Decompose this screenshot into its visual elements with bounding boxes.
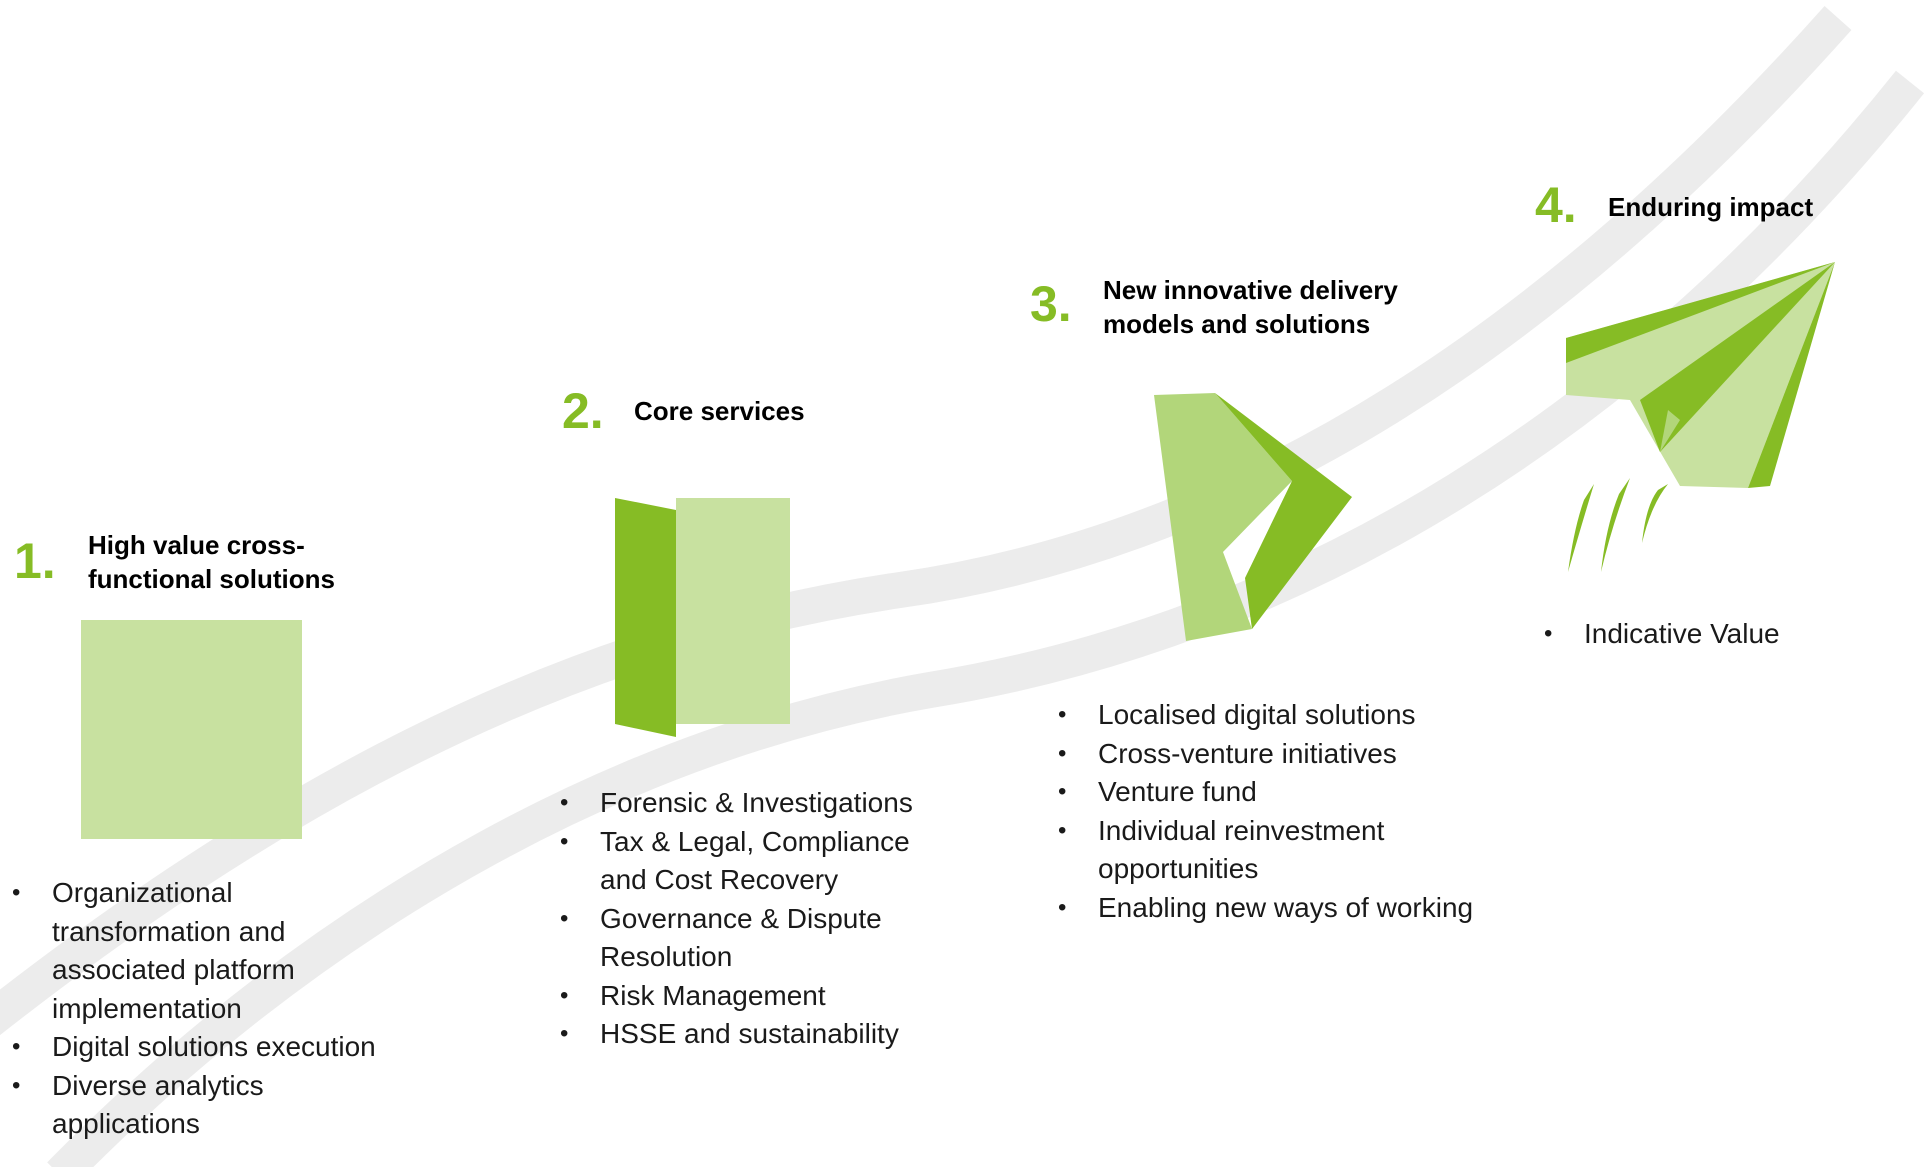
motion-lines-icon [1568,478,1668,572]
stage-title-line: Core services [634,396,805,426]
list-item: Forensic & Investigations [560,784,960,823]
stage-number: 4. [1535,177,1577,233]
stage-title: New innovative delivery models and solut… [1103,273,1398,341]
stage-title: High value cross- functional solutions [88,528,335,596]
stage-title-line: functional solutions [88,564,335,594]
list-item: Individual reinvestment opportunities [1058,812,1538,889]
flat-square-icon [81,620,302,839]
stage-2-bullet-list: Forensic & Investigations Tax & Legal, C… [560,784,960,1054]
list-item: Enabling new ways of working [1058,889,1538,928]
paper-plane-icon [1566,262,1835,488]
folding-paper-icon [1154,393,1352,641]
stage-number: 2. [562,383,604,439]
stage-4: 4. Enduring impact [1535,180,1813,230]
list-item: Venture fund [1058,773,1538,812]
stage-1: 1. High value cross- functional solution… [14,528,335,596]
stage-4-bullet-list: Indicative Value [1544,615,1844,654]
folded-paper-icon [615,498,790,737]
stage-1-bullet-list: Organizational transformation and associ… [12,874,402,1144]
list-item: Cross-venture initiatives [1058,735,1538,774]
stage-number: 1. [14,533,56,589]
upper-swoosh-band [0,6,1852,1036]
list-item: HSSE and sustainability [560,1015,960,1054]
stage-2: 2. Core services [562,386,805,436]
stage-title-line: Enduring impact [1608,192,1814,222]
stage-title-line: New innovative delivery [1103,275,1398,305]
list-item: Indicative Value [1544,615,1844,654]
stage-title: Core services [634,394,805,428]
stage-title-line: High value cross- [88,530,305,560]
list-item: Governance & Dispute Resolution [560,900,960,977]
stage-number: 3. [1030,276,1072,332]
stage-title: Enduring impact [1608,190,1813,224]
list-item: Diverse analytics applications [12,1067,402,1144]
list-item: Digital solutions execution [12,1028,402,1067]
stage-3-bullet-list: Localised digital solutions Cross-ventur… [1058,696,1538,927]
stage-title-line: models and solutions [1103,309,1371,339]
list-item: Organizational transformation and associ… [12,874,402,1028]
stage-3: 3. New innovative delivery models and so… [1030,273,1398,341]
list-item: Tax & Legal, Compliance and Cost Recover… [560,823,960,900]
list-item: Risk Management [560,977,960,1016]
list-item: Localised digital solutions [1058,696,1538,735]
